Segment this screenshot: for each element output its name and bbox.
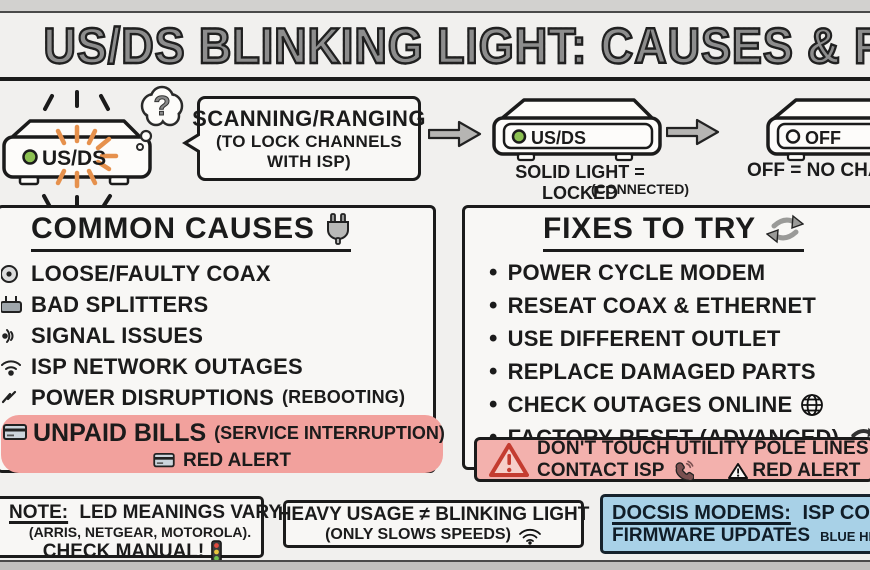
fix-text: CHECK OUTAGES ONLINE — [507, 391, 793, 417]
power-bolt-icon — [1, 390, 17, 403]
common-causes-title-text: COMMON CAUSES — [31, 212, 315, 245]
fix-item: CHECK OUTAGES ONLINE — [465, 388, 870, 421]
warning-red-alert-text: RED ALERT — [752, 459, 861, 481]
cause-text: SIGNAL ISSUES — [31, 322, 204, 348]
warning-line-1: DON'T TOUCH UTILITY POLE LINES — [537, 437, 869, 459]
splitter-icon — [1, 295, 22, 313]
thought-dot-small — [136, 143, 144, 151]
connected-subcaption: (CONNECTED) — [591, 181, 689, 197]
off-caption: OFF = NO CHAN — [747, 160, 870, 181]
wifi-icon — [519, 528, 541, 545]
warning-line-2: CONTACT ISP RED ALERT — [537, 460, 869, 482]
warning-triangle-icon — [489, 442, 529, 477]
unpaid-bills-highlight: UNPAID BILLS (SERVICE INTERRUPTION) RED … — [1, 415, 445, 473]
credit-card-icon — [3, 424, 27, 440]
title-divider — [0, 77, 870, 81]
thought-dot-large — [139, 129, 153, 143]
fix-item: REPLACE DAMAGED PARTS — [465, 355, 870, 388]
fix-text: POWER CYCLE MODEM — [507, 259, 766, 285]
small-warning-icon — [728, 462, 749, 479]
speech-line-2: (TO LOCK CHANNELS — [215, 131, 403, 151]
plug-icon — [326, 213, 349, 245]
note-text: LED MEANINGS VARY — [79, 502, 282, 523]
us-ds-led-off — [785, 129, 801, 144]
speech-line-3: WITH ISP) — [267, 151, 351, 171]
note-line-1: NOTE: LED MEANINGS VARY — [9, 502, 281, 524]
blink-rays-orange — [55, 124, 119, 189]
flow-arrow-icon — [428, 120, 482, 148]
docsis-note-box: DOCSIS MODEMS: ISP CONTRO FIRMWARE UPDAT… — [600, 494, 870, 554]
cause-text: POWER DISRUPTIONS — [31, 384, 274, 410]
coax-cable-icon — [1, 264, 18, 283]
led-label: US/DS — [531, 128, 586, 148]
traffic-light-icon — [211, 540, 223, 564]
cause-item: BAD SPLITTERS — [0, 289, 433, 320]
credit-card-icon — [153, 453, 175, 468]
check-manual-text: CHECK MANUAL! — [42, 541, 205, 562]
blue-highlight-text: BLUE HIGHL — [820, 528, 870, 544]
fixes-title-text: FIXES TO TRY — [543, 212, 756, 245]
us-ds-led-blinking — [22, 149, 38, 165]
led-note-box: NOTE: LED MEANINGS VARY (ARRIS, NETGEAR,… — [0, 496, 281, 564]
locked-caption: SOLID LIGHT = LOCKED — [515, 162, 645, 203]
fix-text: USE DIFFERENT OUTLET — [507, 325, 781, 351]
note-line-3: CHECK MANUAL! — [9, 540, 257, 564]
unpaid-bills-row: UNPAID BILLS (SERVICE INTERRUPTION) — [1, 417, 445, 449]
fix-text: REPLACE DAMAGED PARTS — [507, 358, 816, 384]
contact-isp-text: CONTACT ISP — [537, 459, 665, 481]
unpaid-paren: (SERVICE INTERRUPTION) — [214, 422, 445, 443]
usage-paren-text: (ONLY SLOWS SPEEDS) — [325, 526, 511, 543]
docsis-line-1: DOCSIS MODEMS: ISP CONTRO — [612, 502, 870, 525]
docsis-label: DOCSIS MODEMS: — [612, 502, 791, 524]
fix-item: POWER CYCLE MODEM — [465, 256, 870, 289]
docsis-rest-text: ISP CONTRO — [802, 502, 870, 524]
cause-text: LOOSE/FAULTY COAX — [31, 260, 271, 286]
cause-item: SIGNAL ISSUES — [0, 320, 433, 351]
speech-line-1: SCANNING/RANGING — [192, 105, 426, 131]
common-causes-title: COMMON CAUSES — [31, 212, 351, 252]
wifi-outage-icon — [1, 359, 21, 376]
red-alert-text: RED ALERT — [182, 450, 292, 471]
usage-line-2: (ONLY SLOWS SPEEDS) — [325, 526, 542, 545]
unpaid-text: UNPAID BILLS — [33, 418, 207, 447]
led-label: US/DS — [42, 147, 106, 170]
fix-item: RESEAT COAX & ETHERNET — [465, 289, 870, 322]
fixes-panel: FIXES TO TRY POWER CYCLE MODEM RESEAT CO… — [462, 205, 870, 470]
us-ds-led-solid — [511, 129, 527, 144]
thought-bubble: ? — [136, 85, 184, 151]
phone-icon — [675, 460, 695, 481]
globe-icon — [801, 393, 824, 416]
fixes-title: FIXES TO TRY — [543, 212, 804, 252]
fix-text: RESEAT COAX & ETHERNET — [507, 292, 816, 318]
cause-paren: (REBOOTING) — [281, 387, 406, 407]
firmware-text: FIRMWARE UPDATES — [612, 525, 811, 546]
usage-note-box: HEAVY USAGE ≠ BLINKING LIGHT (ONLY SLOWS… — [278, 500, 589, 548]
common-causes-panel: COMMON CAUSES LOOSE/FAULTY COAX BAD SPLI… — [0, 205, 445, 473]
led-label: OFF — [805, 128, 841, 148]
cause-text: ISP NETWORK OUTAGES — [31, 353, 303, 379]
page-title: US/DS BLINKING LIGHT: CAUSES & FIXES — [42, 17, 870, 75]
docsis-line-2: FIRMWARE UPDATES BLUE HIGHL — [612, 525, 870, 547]
refresh-cycle-icon — [765, 214, 804, 244]
question-mark: ? — [153, 90, 170, 121]
cause-item: LOOSE/FAULTY COAX — [0, 258, 433, 289]
utility-warning-box: DON'T TOUCH UTILITY POLE LINES CONTACT I… — [474, 437, 870, 482]
bottom-border-strip — [0, 560, 870, 570]
note-label: NOTE: — [9, 502, 69, 523]
note-line-2: (ARRIS, NETGEAR, MOTOROLA). — [28, 524, 252, 540]
locked-modem-illustration: US/DS — [492, 98, 662, 162]
top-border-strip — [0, 0, 870, 13]
off-modem-illustration: OFF — [766, 98, 870, 162]
red-alert-row: RED ALERT — [1, 449, 443, 473]
signal-waves-icon — [2, 328, 14, 343]
flow-arrow-icon — [666, 118, 720, 146]
fix-item: USE DIFFERENT OUTLET — [465, 322, 870, 355]
usage-line-1: HEAVY USAGE ≠ BLINKING LIGHT — [277, 503, 590, 525]
cause-item: ISP NETWORK OUTAGES — [0, 351, 433, 382]
scanning-speech-bubble: SCANNING/RANGING (TO LOCK CHANNELS WITH … — [182, 96, 425, 181]
cause-item-power: POWER DISRUPTIONS (REBOOTING) — [0, 382, 433, 413]
cause-text: BAD SPLITTERS — [31, 291, 209, 317]
